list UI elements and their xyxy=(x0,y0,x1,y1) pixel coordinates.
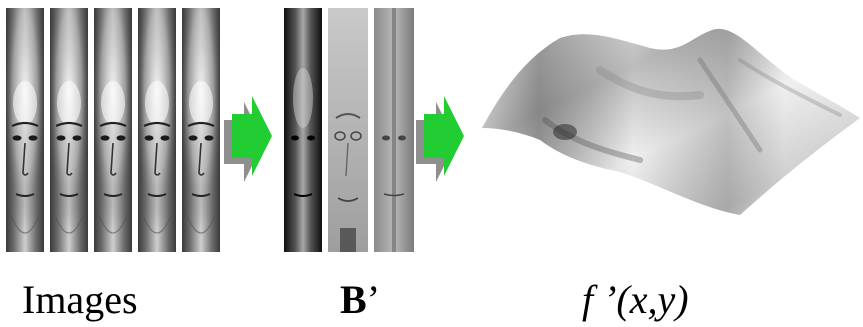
face-image xyxy=(94,8,132,252)
function-caption: f ’(x,y) xyxy=(582,280,689,320)
basis-image xyxy=(284,8,322,252)
basis-images-group xyxy=(284,8,414,252)
face-image xyxy=(6,8,44,252)
basis-caption-prime: ’ xyxy=(367,277,380,322)
surface-plot xyxy=(482,29,860,215)
right-arrow-icon xyxy=(224,96,272,182)
face-images-group xyxy=(6,8,220,252)
right-arrow-icon xyxy=(416,96,464,182)
images-caption: Images xyxy=(22,280,138,320)
basis-caption-bold: B xyxy=(340,277,367,322)
basis-caption: B’ xyxy=(340,280,380,320)
face-image xyxy=(182,8,220,252)
face-image xyxy=(138,8,176,252)
face-image xyxy=(50,8,88,252)
basis-image xyxy=(374,8,414,252)
basis-image xyxy=(328,8,368,252)
